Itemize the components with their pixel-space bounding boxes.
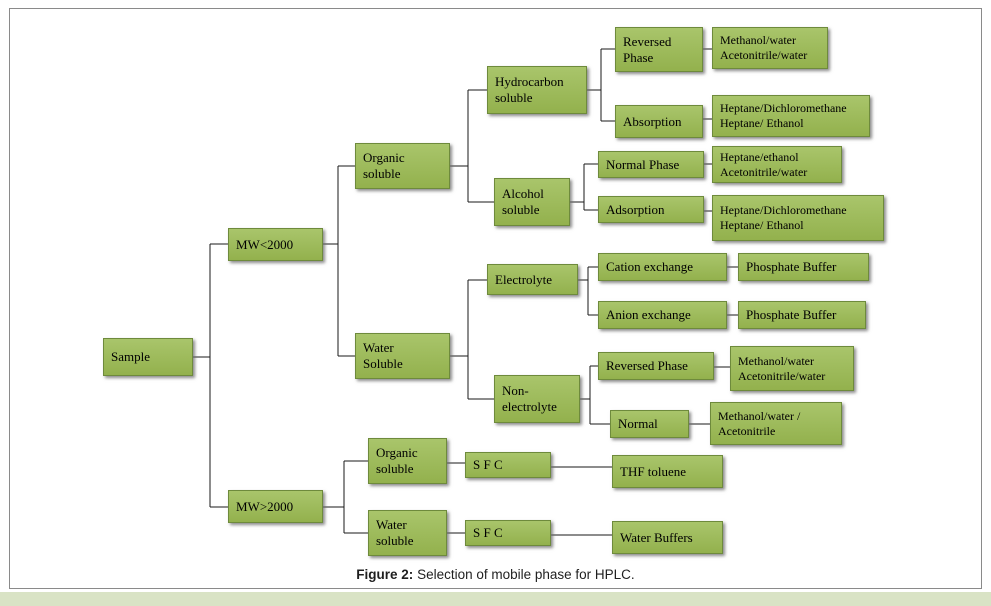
node-water-buffers: Water Buffers <box>612 521 723 554</box>
node-water-soluble-bottom: Water soluble <box>368 510 447 556</box>
node-thf-toluene: THF toluene <box>612 455 723 488</box>
node-normal-phase: Normal Phase <box>598 151 704 178</box>
node-heptane-dcm-mid: Heptane/Dichloromethane Heptane/ Ethanol <box>712 195 884 241</box>
node-phosphate-buffer-1: Phosphate Buffer <box>738 253 869 281</box>
node-sfc-2: S F C <box>465 520 551 546</box>
node-sfc-1: S F C <box>465 452 551 478</box>
figure-caption-text: Selection of mobile phase for HPLC. <box>413 567 635 582</box>
node-mw-less-2000: MW<2000 <box>228 228 323 261</box>
node-phosphate-buffer-2: Phosphate Buffer <box>738 301 866 329</box>
node-mw-greater-2000: MW>2000 <box>228 490 323 523</box>
node-heptane-dcm-top: Heptane/Dichloromethane Heptane/ Ethanol <box>712 95 870 137</box>
node-anion-exchange: Anion exchange <box>598 301 727 329</box>
node-heptane-ethanol: Heptane/ethanol Acetonitrile/water <box>712 146 842 183</box>
node-electrolyte: Electrolyte <box>487 264 578 295</box>
node-water-soluble-top: Water Soluble <box>355 333 450 379</box>
node-sample: Sample <box>103 338 193 376</box>
node-reversed-phase-mid: Reversed Phase <box>598 352 714 380</box>
node-organic-soluble-bottom: Organic soluble <box>368 438 447 484</box>
node-non-electrolyte: Non- electrolyte <box>494 375 580 423</box>
node-normal-mid: Normal <box>610 410 689 438</box>
node-alcohol-soluble: Alcohol soluble <box>494 178 570 226</box>
page-footer-band <box>0 592 991 606</box>
figure-caption-label: Figure 2: <box>356 567 414 582</box>
node-cation-exchange: Cation exchange <box>598 253 727 281</box>
node-absorption: Absorption <box>615 105 703 138</box>
node-methanol-water-mid: Methanol/water Acetonitrile/water <box>730 346 854 391</box>
node-methanol-acetonitrile: Methanol/water / Acetonitrile <box>710 402 842 445</box>
figure-caption: Figure 2: Selection of mobile phase for … <box>0 567 991 582</box>
figure-frame <box>9 8 982 589</box>
node-reversed-phase-top: Reversed Phase <box>615 27 703 72</box>
node-adsorption: Adsorption <box>598 196 704 223</box>
node-organic-soluble-top: Organic soluble <box>355 143 450 189</box>
node-methanol-water-top: Methanol/water Acetonitrile/water <box>712 27 828 69</box>
node-hydrocarbon-soluble: Hydrocarbon soluble <box>487 66 587 114</box>
